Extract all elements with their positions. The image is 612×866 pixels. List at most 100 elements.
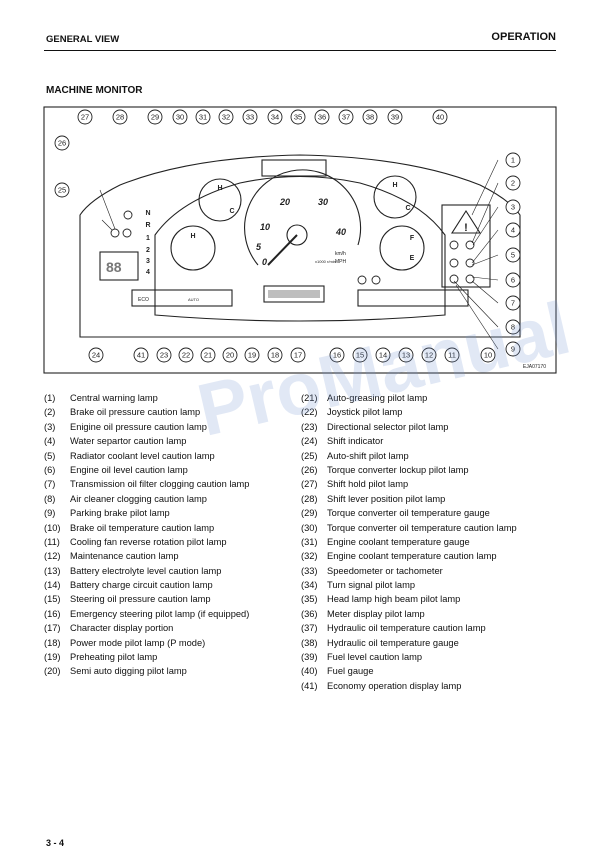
- callout-circle-8: [505, 319, 521, 335]
- machine-monitor-figure: ! H H H F C C E 0 5 10 20 30 40 km/h MPH…: [43, 106, 557, 374]
- legend-item-text: Turn signal pilot lamp: [327, 580, 416, 591]
- legend-item-number: (4): [44, 436, 56, 447]
- legend-item-number: (1): [44, 393, 56, 403]
- legend-item: (41)Economy operation display lamp: [301, 681, 563, 695]
- callout-number-19: 19: [248, 351, 256, 360]
- legend-item-text: Parking brake pilot lamp: [70, 508, 170, 519]
- legend-item-number: (22): [301, 407, 318, 418]
- callout-circle-4: [505, 222, 521, 238]
- callout-circle-1: [505, 152, 521, 168]
- callout-number-14: 14: [379, 351, 387, 360]
- callout-circle-31: [195, 109, 211, 125]
- legend-item-text: Water separtor caution lamp: [70, 436, 187, 447]
- callout-circle-36: [314, 109, 330, 125]
- legend-item: (2)Brake oil pressure caution lamp: [44, 407, 306, 421]
- legend-item-text: Transmission oil filter clogging caution…: [70, 479, 250, 490]
- shift-pos-n: N: [145, 210, 150, 217]
- callout-number-35: 35: [294, 113, 302, 122]
- callout-number-24: 24: [92, 351, 100, 360]
- callout-number-9: 9: [511, 345, 515, 354]
- turn-signal-box: [261, 159, 327, 177]
- speedometer-dial: [244, 169, 362, 266]
- callout-circle-13: [398, 347, 414, 363]
- callout-circle-29: [147, 109, 163, 125]
- legend-item-number: (13): [44, 565, 61, 576]
- callout-circle-32: [218, 109, 234, 125]
- legend-item-text: Engine coolant temperature gauge: [327, 536, 470, 547]
- legend-item: (23)Directional selector pilot lamp: [301, 422, 563, 436]
- legend-item: (25)Auto-shift pilot lamp: [301, 451, 563, 465]
- speedo-x1000: x1000 r/min: [315, 259, 336, 264]
- hydraulic-gauge-h: H: [392, 182, 397, 189]
- lockup-lamp-icon: [122, 228, 132, 238]
- legend-item-text: Battery electrolyte level caution lamp: [70, 565, 222, 576]
- shift-indicator-box: [99, 251, 139, 281]
- legend-item-number: (11): [44, 536, 60, 547]
- callout-circle-12: [421, 347, 437, 363]
- legend-item-number: (16): [44, 608, 61, 619]
- legend-item-text: Central warning lamp: [70, 393, 158, 403]
- legend-item-number: (19): [44, 652, 61, 663]
- coolant-temp-gauge: [198, 178, 242, 222]
- central-warning-mark: !: [464, 222, 468, 234]
- legend-item: (30)Torque converter oil temperature cau…: [301, 523, 563, 537]
- legend-item: (5)Radiator coolant level caution lamp: [44, 451, 306, 465]
- legend-item: (7)Transmission oil filter clogging caut…: [44, 479, 306, 493]
- callout-circle-33: [242, 109, 258, 125]
- air-cleaner-lamp-icon: [465, 274, 475, 284]
- legend-item: (34)Turn signal pilot lamp: [301, 580, 563, 594]
- legend-item: (14)Battery charge circuit caution lamp: [44, 580, 306, 594]
- shift-indicator-digits: 88: [106, 259, 122, 275]
- legend-item-number: (41): [301, 680, 318, 691]
- legend-item-number: (21): [301, 393, 318, 403]
- hydraulic-gauge-c: C: [405, 205, 410, 212]
- callout-circle-18: [267, 347, 283, 363]
- legend-item-text: Hydraulic oil temperature gauge: [327, 637, 459, 648]
- callout-number-17: 17: [294, 351, 302, 360]
- callout-number-1: 1: [511, 156, 515, 165]
- legend-item: (9) Parking brake pilot lamp: [44, 508, 306, 522]
- callout-circle-30: [172, 109, 188, 125]
- callout-number-34: 34: [271, 113, 279, 122]
- callout-circle-38: [362, 109, 378, 125]
- legend-item: (22)Joystick pilot lamp: [301, 407, 563, 421]
- callout-number-29: 29: [151, 113, 159, 122]
- legend-item: (19)Preheating pilot lamp: [44, 652, 306, 666]
- legend-item-number: (39): [301, 652, 318, 663]
- callout-circle-39: [387, 109, 403, 125]
- coolant-gauge-h: H: [217, 185, 222, 192]
- legend-item-text: Air cleaner clogging caution lamp: [70, 493, 207, 504]
- eco-label: ECO: [138, 297, 149, 303]
- legend-item-number: (38): [301, 637, 318, 648]
- callout-number-18: 18: [271, 351, 279, 360]
- legend-item-text: Fuel level caution lamp: [327, 652, 423, 663]
- shift-pos-2: 2: [146, 247, 150, 254]
- legend-item-text: Maintenance caution lamp: [70, 551, 179, 562]
- callout-circle-40: [432, 109, 448, 125]
- legend-item-text: Head lamp high beam pilot lamp: [327, 594, 461, 605]
- torque-converter-temp-gauge: [170, 225, 216, 271]
- legend-item-number: (9): [44, 508, 56, 519]
- callout-number-5: 5: [511, 251, 515, 260]
- callout-number-7: 7: [511, 299, 515, 308]
- header-chapter-title: OPERATION: [491, 31, 556, 43]
- callout-number-22: 22: [182, 351, 190, 360]
- legend-item: (10)Brake oil temperature caution lamp: [44, 523, 306, 537]
- fuel-gauge: [379, 225, 425, 271]
- steering-oil-lamp-icon: [357, 275, 367, 285]
- callout-circle-25: [54, 182, 70, 198]
- header-section-title: GENERAL VIEW: [46, 34, 120, 45]
- legend-item: (4) Water separtor caution lamp: [44, 436, 306, 450]
- legend-item: (13) Battery electrolyte level caution la…: [44, 566, 306, 580]
- callout-circle-19: [244, 347, 260, 363]
- legend-right-column: (21)Auto-greasing pilot lamp(22)Joystick…: [301, 393, 563, 695]
- callout-circle-37: [338, 109, 354, 125]
- legend-item: (20)Semi auto digging pilot lamp: [44, 666, 306, 680]
- callout-number-13: 13: [402, 351, 410, 360]
- legend-item: (37)Hydraulic oil temperature caution la…: [301, 623, 563, 637]
- speedo-tick-0: 0: [262, 257, 267, 267]
- legend-item-text: Torque converter lockup pilot lamp: [327, 464, 469, 475]
- callout-number-36: 36: [318, 113, 326, 122]
- legend-item-number: (3): [44, 421, 56, 432]
- speedo-tick-20: 20: [279, 197, 290, 207]
